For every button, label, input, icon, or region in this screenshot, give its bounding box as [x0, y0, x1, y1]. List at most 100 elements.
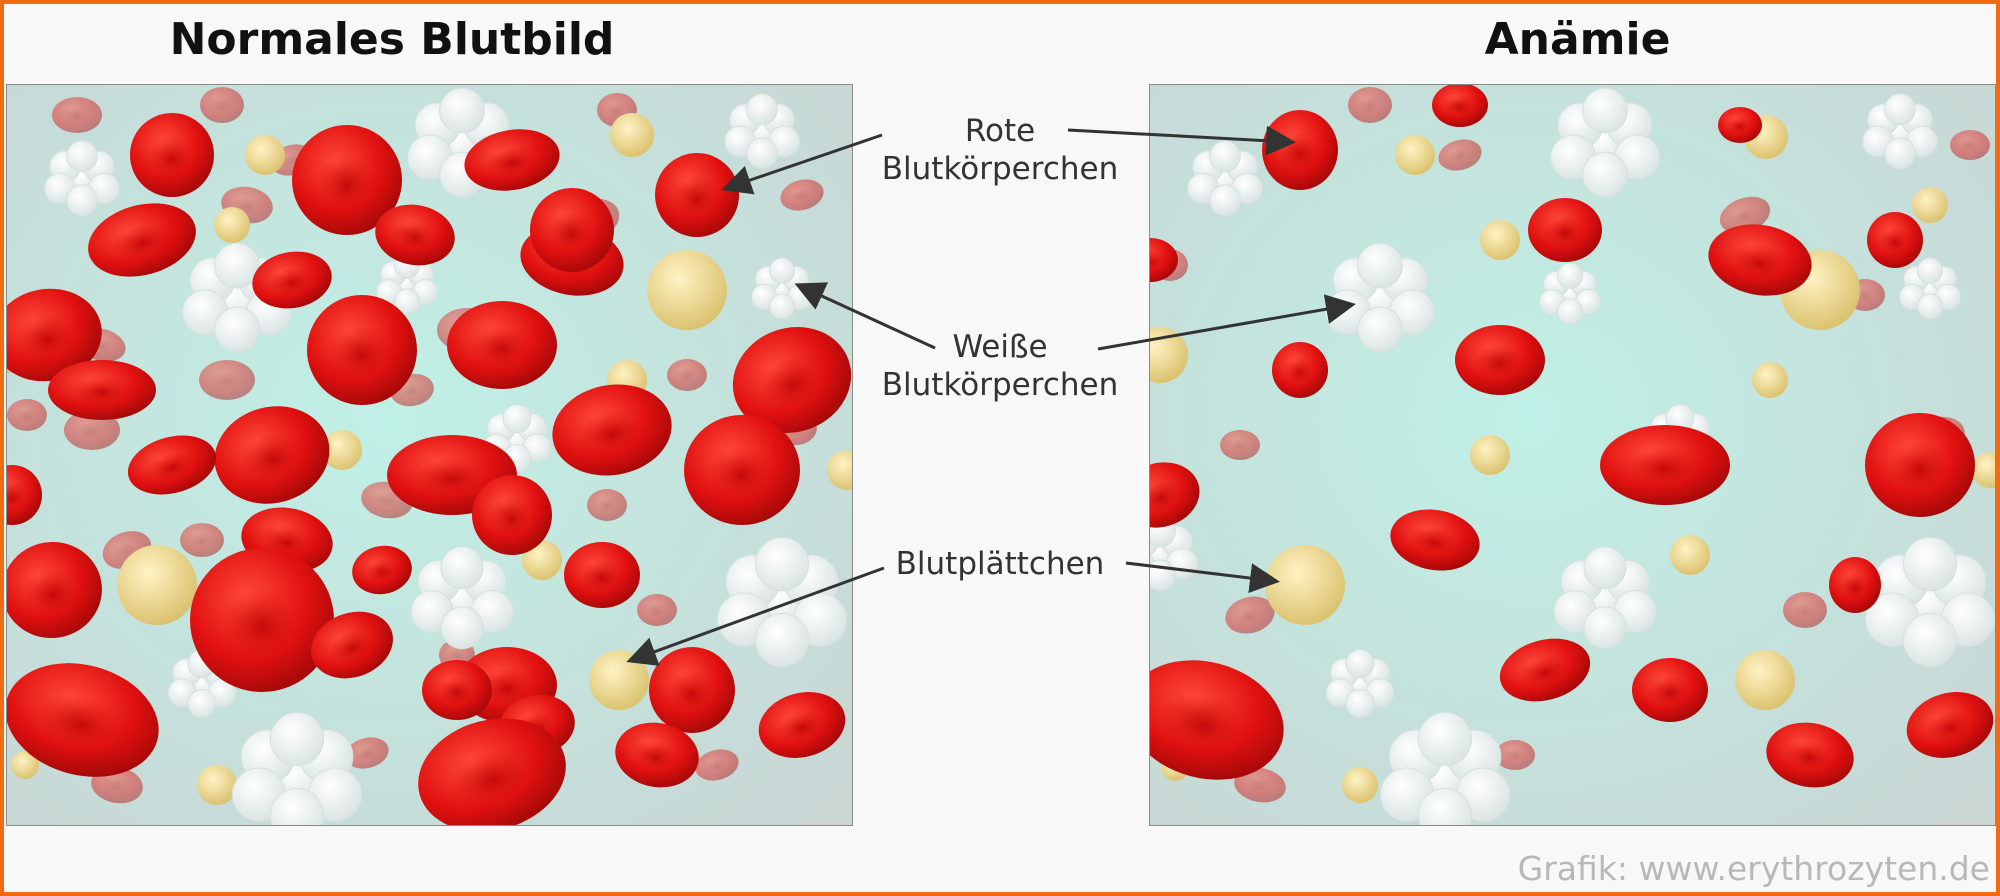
title-anemia: Anämie: [1484, 14, 1671, 65]
platelet: [11, 751, 39, 779]
platelet: [1470, 435, 1510, 475]
red-blood-cell: [307, 295, 417, 405]
red-blood-cell: [587, 489, 627, 521]
white-blood-cell: [1325, 648, 1395, 718]
platelet: [1735, 650, 1795, 710]
platelet: [610, 113, 654, 157]
platelet: [522, 540, 562, 580]
red-blood-cell: [252, 251, 332, 309]
red-blood-cell: [637, 594, 677, 626]
white-blood-cell: [1864, 536, 1995, 668]
red-blood-cell: [1766, 722, 1854, 788]
red-blood-cell: [1499, 638, 1591, 702]
white-blood-cell: [410, 546, 514, 650]
platelet: [827, 450, 852, 490]
white-blood-cell: [182, 242, 292, 353]
red-blood-cell: [64, 410, 120, 450]
white-blood-cell: [1862, 93, 1938, 170]
red-blood-cell: [88, 203, 196, 277]
platelet: [1265, 545, 1345, 625]
title-normal-blood: Normales Blutbild: [169, 14, 615, 65]
red-blood-cell: [1455, 325, 1545, 395]
red-blood-cell: [375, 204, 455, 266]
red-blood-cell: [1390, 509, 1480, 571]
red-blood-cell: [1495, 740, 1535, 770]
platelet: [214, 207, 250, 243]
red-blood-cell: [127, 435, 217, 495]
label-platelets: Blutplättchen: [895, 546, 1105, 582]
platelet: [1912, 187, 1948, 223]
red-blood-cell: [1432, 85, 1488, 127]
white-blood-cell: [1553, 546, 1657, 650]
red-blood-cell: [1600, 425, 1730, 505]
red-blood-cell: [732, 327, 852, 433]
red-blood-cell: [200, 87, 244, 123]
platelet: [245, 135, 285, 175]
red-blood-cell: [1865, 413, 1975, 517]
normal-blood-illustration: [7, 85, 852, 825]
red-blood-cell: [1234, 767, 1286, 803]
anemia-illustration: [1150, 85, 1995, 825]
white-blood-cell: [1898, 257, 1962, 320]
red-blood-cell: [52, 97, 102, 133]
arrow-white-left: [794, 282, 936, 350]
red-blood-cell: [1150, 238, 1178, 282]
red-blood-cell: [1829, 557, 1881, 613]
red-blood-cell: [447, 301, 557, 389]
red-blood-cell: [1225, 596, 1275, 634]
red-blood-cell: [292, 125, 402, 235]
platelet: [1480, 220, 1520, 260]
red-blood-cell: [1719, 196, 1771, 234]
white-blood-cell: [724, 93, 800, 170]
platelet: [1150, 327, 1188, 383]
white-blood-cell: [482, 403, 552, 473]
red-blood-cell: [1438, 139, 1482, 171]
red-blood-cell: [780, 179, 824, 211]
red-blood-cell: [1632, 658, 1708, 722]
arrow-red-left: [721, 133, 883, 195]
red-blood-cell: [655, 153, 739, 237]
arrow-platelet-left: [626, 566, 885, 666]
platelet: [1972, 452, 1995, 488]
red-blood-cell: [552, 384, 672, 476]
white-blood-cell: [231, 711, 363, 825]
red-blood-cell: [214, 406, 330, 504]
red-blood-cell: [422, 660, 492, 720]
red-blood-cell: [1528, 198, 1602, 262]
red-blood-cell: [649, 647, 735, 733]
label-white-blood-cells: Weiße Blutkörperchen: [870, 328, 1130, 404]
platelet: [322, 430, 362, 470]
platelet: [197, 765, 237, 805]
red-blood-cell: [7, 288, 102, 382]
platelet: [117, 545, 197, 625]
panel-normal-blood: [6, 84, 853, 826]
red-blood-cell: [352, 545, 412, 595]
red-blood-cell: [190, 548, 334, 692]
red-blood-cell: [1150, 462, 1200, 528]
red-blood-cell: [7, 541, 102, 639]
red-blood-cell: [695, 749, 739, 781]
red-blood-cell: [530, 188, 614, 272]
platelet: [1670, 535, 1710, 575]
label-white-line2: Blutkörperchen: [881, 367, 1119, 403]
red-blood-cell: [345, 737, 389, 769]
label-red-line2: Blutkörperchen: [881, 151, 1119, 187]
red-blood-cell: [464, 129, 560, 191]
platelet: [1342, 767, 1378, 803]
red-blood-cell: [1950, 130, 1990, 160]
red-blood-cell: [180, 523, 224, 557]
platelet: [1395, 135, 1435, 175]
red-blood-cell: [667, 359, 707, 391]
red-blood-cell: [615, 722, 699, 788]
arrow-red-right: [1067, 125, 1296, 156]
label-white-line1: Weiße: [952, 329, 1048, 365]
red-blood-cell: [7, 399, 47, 431]
red-blood-cell: [48, 360, 156, 420]
red-blood-cell: [199, 360, 255, 400]
red-blood-cell: [1783, 592, 1827, 628]
label-red-line1: Rote: [964, 113, 1036, 149]
red-blood-cell: [1348, 87, 1392, 123]
white-blood-cell: [1379, 711, 1511, 825]
image-credit: Grafik: www.erythrozyten.de: [1517, 849, 1990, 888]
